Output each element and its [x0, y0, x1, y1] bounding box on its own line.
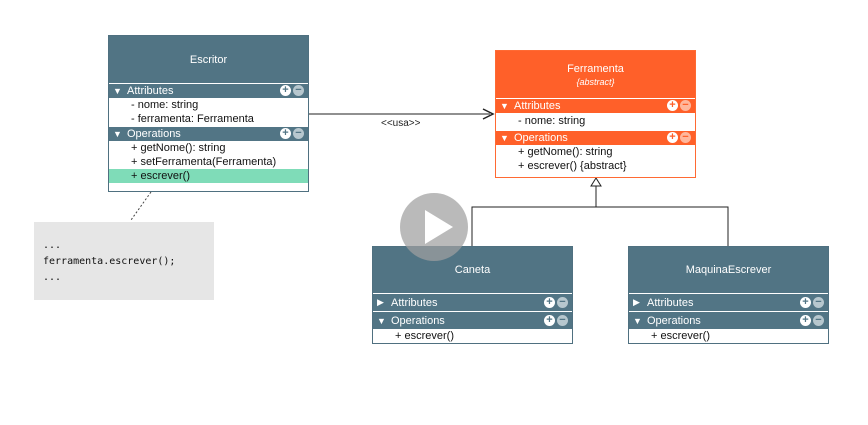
- attributes-section-header[interactable]: ▼ Attributes +−: [109, 83, 308, 98]
- note-connector: [130, 191, 152, 221]
- attributes-label: Attributes: [127, 85, 174, 97]
- class-maquina-escrever[interactable]: MaquinaEscrever ▶ Attributes +− ▼ Operat…: [628, 246, 829, 344]
- plus-circle-icon[interactable]: +: [280, 128, 291, 139]
- minus-circle-icon[interactable]: −: [557, 297, 568, 308]
- video-play-button[interactable]: [400, 193, 468, 261]
- operation-row[interactable]: + setFerramenta(Ferramenta): [131, 156, 277, 168]
- attribute-row[interactable]: - nome: string: [131, 99, 199, 111]
- class-header[interactable]: Ferramenta {abstract}: [496, 51, 695, 98]
- attribute-row[interactable]: - nome: string: [518, 115, 586, 127]
- triangle-down-icon[interactable]: ▼: [500, 133, 509, 143]
- class-header[interactable]: Caneta: [373, 247, 572, 293]
- class-ferramenta[interactable]: Ferramenta {abstract} ▼ Attributes +− - …: [495, 50, 696, 178]
- plus-circle-icon[interactable]: +: [800, 315, 811, 326]
- attributes-label: Attributes: [391, 296, 438, 309]
- class-escritor[interactable]: Escritor ▼ Attributes +− - nome: string …: [108, 35, 309, 192]
- operations-label: Operations: [514, 132, 568, 144]
- operations-section-header[interactable]: ▼ Operations +−: [373, 311, 572, 329]
- operations-label: Operations: [127, 128, 181, 140]
- minus-circle-icon[interactable]: −: [293, 128, 304, 139]
- operations-section-header[interactable]: ▼ Operations +−: [496, 130, 695, 145]
- plus-circle-icon[interactable]: +: [280, 85, 291, 96]
- plus-circle-icon[interactable]: +: [544, 297, 555, 308]
- class-stereotype: {abstract}: [576, 76, 615, 87]
- class-name: Escritor: [189, 53, 228, 66]
- plus-circle-icon[interactable]: +: [544, 315, 555, 326]
- attributes-section-header[interactable]: ▶ Attributes +−: [373, 293, 572, 311]
- generalization-line-caneta: [471, 206, 596, 246]
- plus-circle-icon[interactable]: +: [667, 100, 678, 111]
- triangle-right-icon[interactable]: ▶: [633, 297, 640, 307]
- class-name: MaquinaEscrever: [685, 264, 772, 276]
- operations-label: Operations: [391, 314, 445, 327]
- triangle-down-icon[interactable]: ▼: [113, 86, 122, 96]
- operation-row-selected[interactable]: + escrever(): [109, 169, 308, 183]
- minus-circle-icon[interactable]: −: [680, 132, 691, 143]
- operations-section-header[interactable]: ▼ Operations +−: [629, 311, 828, 329]
- triangle-down-icon[interactable]: ▼: [500, 101, 509, 111]
- class-caneta[interactable]: Caneta ▶ Attributes +− ▼ Operations +− +…: [372, 246, 573, 344]
- minus-circle-icon[interactable]: −: [293, 85, 304, 96]
- association-arrowhead: [482, 108, 495, 120]
- association-label: <<usa>>: [381, 118, 421, 129]
- play-icon[interactable]: [425, 210, 453, 244]
- minus-circle-icon[interactable]: −: [557, 315, 568, 326]
- triangle-down-icon[interactable]: ▼: [113, 129, 122, 139]
- operation-row[interactable]: + getNome(): string: [518, 146, 613, 158]
- minus-circle-icon[interactable]: −: [680, 100, 691, 111]
- triangle-down-icon[interactable]: ▼: [377, 315, 386, 326]
- note-line: ...: [43, 240, 62, 251]
- operation-row[interactable]: + getNome(): string: [131, 142, 226, 154]
- operation-row[interactable]: + escrever(): [651, 330, 710, 342]
- operation-row[interactable]: + escrever(): [395, 330, 454, 342]
- plus-circle-icon[interactable]: +: [800, 297, 811, 308]
- note-line: ferramenta.escrever();: [43, 256, 176, 267]
- operations-section-header[interactable]: ▼ Operations +−: [109, 126, 308, 141]
- operation-row[interactable]: + escrever() {abstract}: [518, 160, 627, 172]
- code-note[interactable]: ... ferramenta.escrever(); ...: [34, 222, 214, 300]
- generalization-arrowhead: [590, 177, 602, 187]
- minus-circle-icon[interactable]: −: [813, 297, 824, 308]
- attribute-row[interactable]: - ferramenta: Ferramenta: [131, 113, 254, 125]
- attributes-label: Attributes: [647, 296, 694, 309]
- class-header[interactable]: Escritor: [109, 36, 308, 83]
- note-line: ...: [43, 272, 62, 283]
- attributes-label: Attributes: [514, 100, 561, 112]
- generalization-line-maquina: [596, 206, 729, 246]
- class-header[interactable]: MaquinaEscrever: [629, 247, 828, 293]
- triangle-right-icon[interactable]: ▶: [377, 297, 384, 307]
- class-name: Ferramenta: [567, 62, 624, 75]
- plus-circle-icon[interactable]: +: [667, 132, 678, 143]
- attributes-section-header[interactable]: ▼ Attributes +−: [496, 98, 695, 113]
- triangle-down-icon[interactable]: ▼: [633, 315, 642, 326]
- class-name: Caneta: [454, 264, 491, 276]
- attributes-section-header[interactable]: ▶ Attributes +−: [629, 293, 828, 311]
- operations-label: Operations: [647, 314, 701, 327]
- minus-circle-icon[interactable]: −: [813, 315, 824, 326]
